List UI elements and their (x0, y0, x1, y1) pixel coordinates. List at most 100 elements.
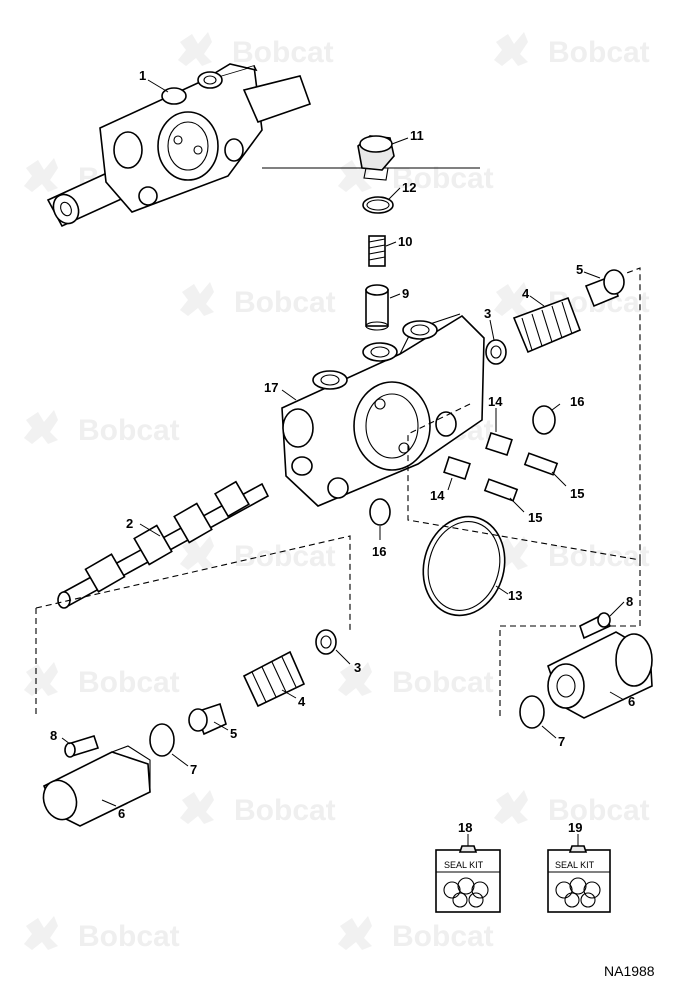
mounting-face (157, 111, 219, 181)
part-4-spring-lower (242, 650, 306, 708)
bobcat-logo-icon (494, 282, 528, 316)
leader-4-lower (281, 689, 297, 699)
bobcat-logo-icon (494, 790, 528, 824)
detent-body (485, 431, 513, 457)
bag-hanger (458, 845, 478, 853)
lower-port-17 (327, 477, 349, 499)
lower-port (138, 186, 158, 206)
callout-6-left: 6 (118, 806, 125, 821)
right-port (224, 138, 244, 162)
part-6-end-cap-right (547, 631, 653, 719)
part-11-plug (357, 135, 395, 181)
callout-11: 11 (410, 128, 424, 143)
watermark-text: Bobcat (234, 794, 336, 827)
callout-15-lower: 15 (528, 510, 542, 525)
leader-13 (495, 585, 509, 595)
part-1-valve-section-assembly (46, 63, 480, 228)
seal-ring (457, 877, 475, 895)
callout-6-right: 6 (628, 694, 635, 709)
figure-id: NA1988 (604, 963, 655, 979)
part-19-seal-kit: SEAL KIT (547, 845, 611, 913)
dashed-guide-left-top (35, 535, 351, 630)
seat-flange (603, 269, 625, 295)
part-18-seal-kit: SEAL KIT (435, 845, 501, 913)
leader-5-lower (213, 721, 229, 731)
watermark-text: Bobcat (234, 286, 336, 319)
part-15-spring-lower (483, 478, 519, 502)
watermark: Bobcat (338, 662, 494, 699)
poppet-top (365, 284, 389, 296)
callout-5-lower: 5 (230, 726, 237, 741)
seal-ring (443, 881, 461, 899)
watermark-text: Bobcat (392, 920, 494, 953)
leader-9 (389, 293, 401, 299)
cap-end (615, 633, 653, 687)
spool-end-face (52, 193, 80, 225)
leader-17 (281, 389, 297, 401)
part-6-end-cap-left (42, 745, 151, 827)
callout-14-lower: 14 (430, 488, 445, 503)
leader-12 (387, 187, 401, 201)
watermark-text: Bobcat (78, 920, 180, 953)
leader-11 (391, 137, 409, 145)
leader-14-lower (447, 477, 453, 491)
bobcat-logo-icon (180, 790, 214, 824)
bag-hanger (568, 845, 588, 853)
leader-6-left (101, 799, 117, 807)
spool-bore (291, 456, 313, 476)
part-14-detent-upper (485, 431, 513, 457)
bobcat-logo-icon (494, 32, 528, 66)
leader-lines (61, 79, 625, 846)
watermark-text: Bobcat (392, 666, 494, 699)
watermark-text: Bobcat (234, 540, 336, 573)
cap-bore (556, 674, 576, 698)
callout-16-upper: 16 (570, 394, 584, 409)
side-port (113, 131, 143, 169)
seal-ring (471, 881, 489, 899)
part-17-valve-section (281, 313, 485, 507)
seal-ring (452, 892, 468, 908)
port-top-inner (203, 75, 217, 85)
spool-land (133, 524, 173, 566)
watermark: Bobcat (180, 282, 336, 319)
plug-thread (363, 167, 389, 181)
part-2-spool (57, 480, 270, 609)
leader-7-left (171, 753, 189, 767)
callout-1: 1 (139, 68, 146, 83)
callout-19: 19 (568, 820, 582, 835)
watermark: Bobcat (178, 32, 334, 69)
part-13-o-ring (422, 515, 506, 617)
part-3-seal-upper (485, 339, 507, 365)
mounting-face-17-inner (365, 393, 419, 459)
watermark-text: Bobcat (548, 794, 650, 827)
watermark-text: Bobcat (78, 666, 180, 699)
watermark-text: Bobcat (548, 540, 650, 573)
bobcat-logo-icon (180, 282, 214, 316)
leader-8-left (61, 737, 71, 745)
watermark: Bobcat (338, 916, 494, 953)
spool-land (214, 480, 250, 518)
bobcat-logo-icon (338, 916, 372, 950)
seal-kit-label: SEAL KIT (444, 860, 484, 870)
part-13-o-ring-inner (427, 521, 501, 611)
part-14-detent-lower (443, 455, 471, 481)
leader-15-lower (509, 497, 525, 513)
spool-end-right (242, 75, 312, 123)
watermark: Bobcat (24, 410, 180, 447)
watermark-text: Bobcat (548, 36, 650, 69)
callout-17: 17 (264, 380, 278, 395)
top-port-left-inner (320, 374, 340, 386)
bobcat-logo-icon (24, 662, 58, 696)
seal-ring (564, 892, 580, 908)
callout-8-left: 8 (50, 728, 57, 743)
cap-flange-face (547, 663, 585, 709)
spool-land (173, 502, 213, 544)
leader-10 (385, 241, 397, 247)
top-port-right (402, 320, 438, 340)
bolt-head (597, 612, 611, 628)
watermark-text: Bobcat (232, 36, 334, 69)
bolt-head (64, 742, 76, 758)
detent-body (443, 455, 471, 481)
